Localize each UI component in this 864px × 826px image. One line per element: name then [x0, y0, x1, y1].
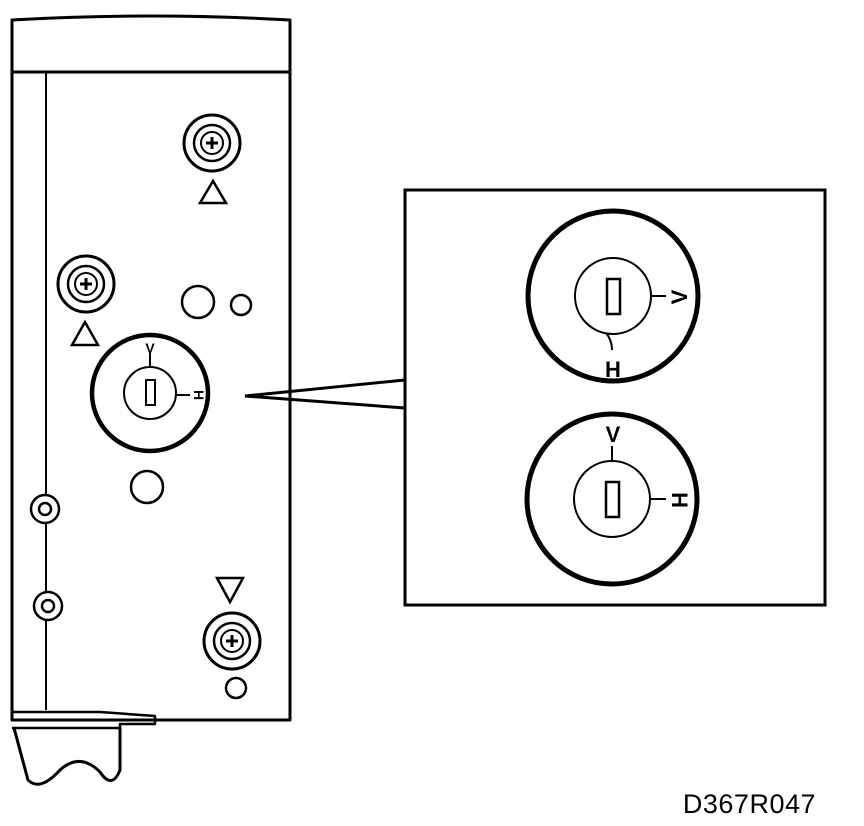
hole [229, 293, 253, 317]
figure-code-label: D367R047 [682, 789, 816, 819]
bottom-screw-assembly [202, 576, 262, 671]
callout-pointer [244, 378, 406, 410]
triangle-up-icon [197, 178, 229, 205]
main-adjustment-dial: V H [89, 332, 211, 454]
callout-top-dial-h-label: H [605, 357, 621, 382]
top-screw-assembly [182, 113, 242, 205]
hole [129, 469, 165, 505]
callout-bottom-dial-h-label: H [667, 492, 692, 508]
callout-bottom-dial: V H [524, 411, 700, 587]
main-dial-v-label: V [145, 340, 155, 356]
left-screw-assembly [56, 254, 116, 347]
phillips-screw-icon [182, 113, 242, 173]
hole [180, 284, 216, 320]
triangle-down-icon [214, 576, 246, 605]
hole [224, 676, 248, 700]
phillips-screw-icon [56, 254, 116, 314]
phillips-screw-icon [202, 611, 262, 671]
callout-bottom-dial-v-label: V [606, 422, 621, 447]
main-dial-h-label: H [191, 390, 207, 400]
triangle-up-icon [69, 319, 101, 347]
callout-top-dial-v-label: V [667, 289, 692, 304]
side-knob-upper [29, 493, 61, 525]
panel-holes [129, 284, 253, 700]
side-knobs [29, 493, 64, 622]
callout-box: V H V H [403, 188, 827, 607]
side-knob-lower [32, 590, 64, 622]
callout-top-dial: V H [525, 208, 701, 384]
